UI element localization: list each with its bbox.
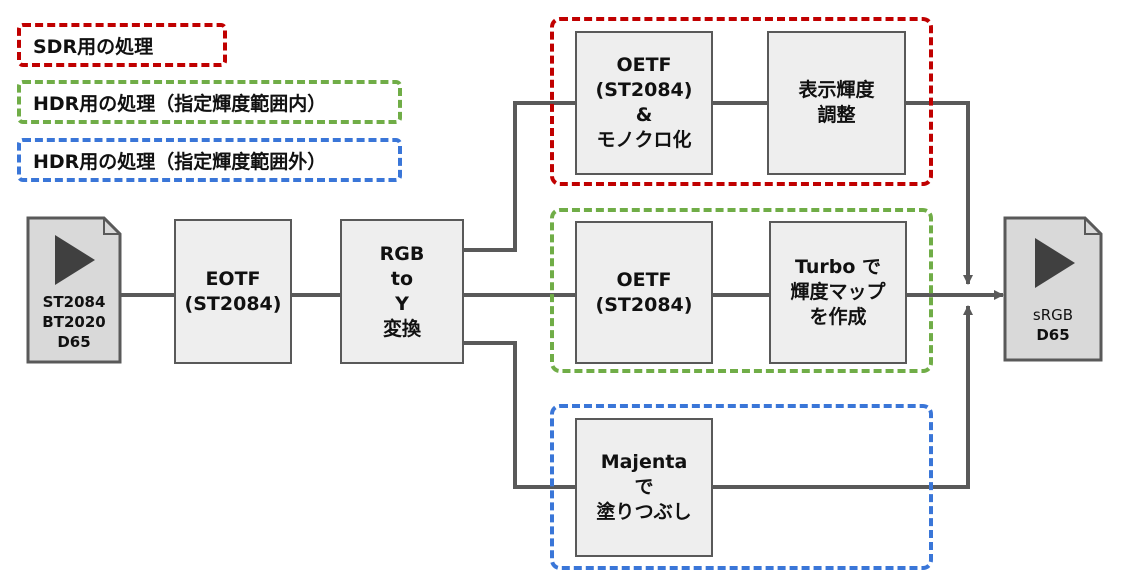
output-file-label-bottom: D65 <box>1036 326 1070 344</box>
legend-hdr-in-range: HDR用の処理（指定輝度範囲内） <box>17 80 402 124</box>
connector-rgb-to-oetf-mono <box>464 101 575 252</box>
connector-rgb-to-majenta <box>464 341 575 489</box>
legend-hdr-in-range-label: HDR用の処理（指定輝度範囲内） <box>33 92 327 115</box>
input-file-shape <box>26 216 122 364</box>
legend-hdr-out-range-label: HDR用の処理（指定輝度範囲外） <box>33 150 327 173</box>
legend-sdr: SDR用の処理 <box>17 23 227 67</box>
group-hdr-in-range <box>550 208 933 373</box>
block-eotf: EOTF (ST2084) <box>174 219 292 364</box>
block-oetf-monochrome: OETF (ST2084) & モノクロ化 <box>575 31 713 175</box>
output-file-shape <box>1003 216 1103 362</box>
block-turbo-luminance-map: Turbo で 輝度マップ を作成 <box>769 221 907 364</box>
play-triangle-icon <box>1035 238 1075 288</box>
legend-sdr-label: SDR用の処理 <box>33 35 154 58</box>
group-sdr <box>550 17 933 186</box>
group-hdr-out-range <box>550 404 933 570</box>
block-oetf: OETF (ST2084) <box>575 221 713 364</box>
output-file-label-top: sRGB <box>1032 306 1074 324</box>
play-triangle-icon <box>55 235 95 285</box>
legend-hdr-out-range: HDR用の処理（指定輝度範囲外） <box>17 138 402 182</box>
input-file-label: ST2084 BT2020 D65 <box>42 293 106 351</box>
connector-adjust-to-merge <box>906 101 973 285</box>
connector-majenta-to-merge <box>713 305 973 489</box>
block-rgb-to-y: RGB to Y 変換 <box>340 219 464 364</box>
block-display-luminance-adjust: 表示輝度 調整 <box>767 31 906 175</box>
block-majenta-fill: Majenta で 塗りつぶし <box>575 418 713 557</box>
